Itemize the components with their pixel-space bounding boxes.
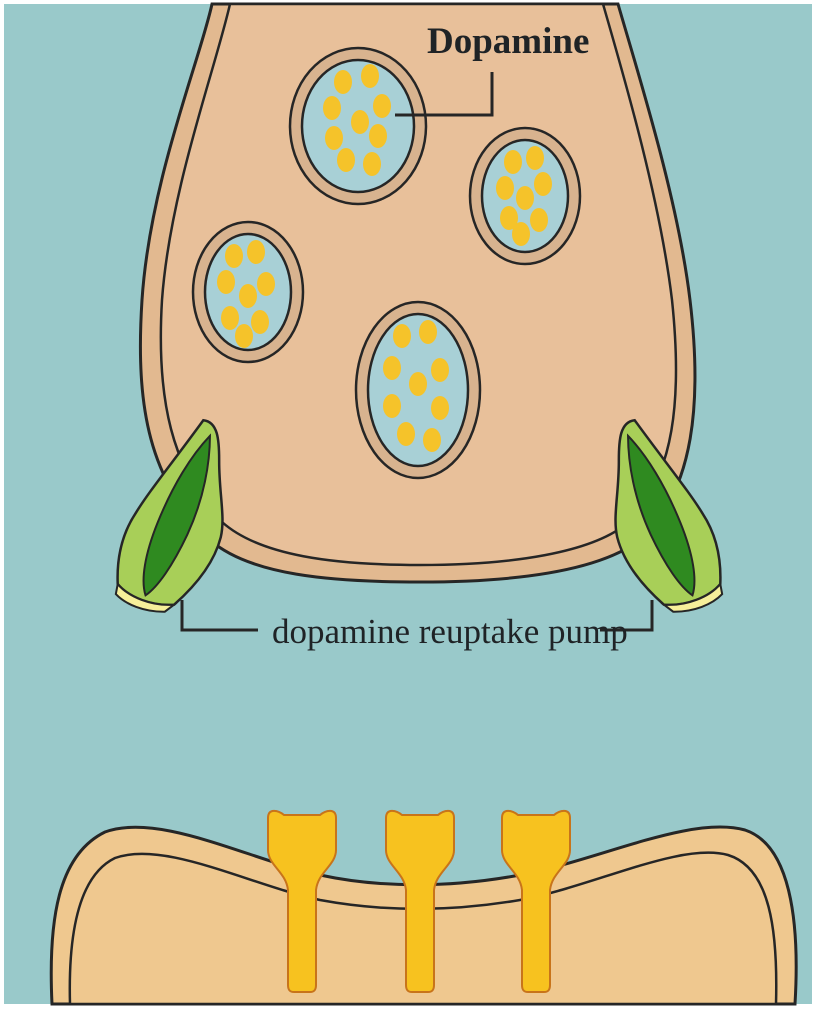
dopamine-molecule [431, 358, 449, 382]
reuptake-pump-label: dopamine reuptake pump [272, 612, 628, 651]
dopamine-molecule [225, 244, 243, 268]
dopamine-molecule [337, 148, 355, 172]
dopamine-molecule [361, 64, 379, 88]
dopamine-molecule [323, 96, 341, 120]
dopamine-molecule [239, 284, 257, 308]
dopamine-molecule [512, 222, 530, 246]
dopamine-molecule [431, 396, 449, 420]
dopamine-molecule [363, 152, 381, 176]
vesicle-4 [356, 302, 480, 478]
dopamine-molecule [217, 270, 235, 294]
dopamine-molecule [247, 240, 265, 264]
dopamine-molecule [534, 172, 552, 196]
dopamine-molecule [369, 124, 387, 148]
receptor-group [268, 811, 570, 992]
dopamine-molecule [334, 70, 352, 94]
dopamine-molecule [504, 150, 522, 174]
dopamine-molecule [397, 422, 415, 446]
dopamine-molecule [419, 320, 437, 344]
dopamine-molecule [530, 208, 548, 232]
dopamine-molecule [257, 272, 275, 296]
dopamine-molecule [383, 394, 401, 418]
dopamine-molecule [496, 176, 514, 200]
vesicle-3 [193, 222, 303, 362]
dopamine-molecule [373, 94, 391, 118]
dopamine-molecule [526, 146, 544, 170]
dopamine-molecule [383, 356, 401, 380]
dopamine-molecule [251, 310, 269, 334]
dopamine-molecule [325, 126, 343, 150]
dopamine-molecule [393, 324, 411, 348]
dopamine-molecule [423, 428, 441, 452]
vesicle-1 [290, 48, 426, 204]
vesicle-2 [470, 128, 580, 264]
dopamine-molecule [409, 372, 427, 396]
dopamine-molecule [221, 306, 239, 330]
dopamine-molecule [235, 324, 253, 348]
dopamine-molecule [351, 110, 369, 134]
dopamine-label: Dopamine [427, 21, 589, 62]
dopamine-molecule [516, 186, 534, 210]
